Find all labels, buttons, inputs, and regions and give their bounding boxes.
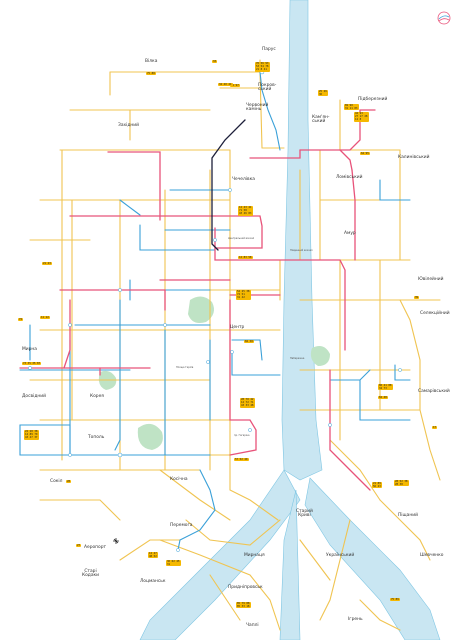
district-yuvileinyi: Ювілейний bbox=[418, 277, 444, 282]
district-parus: Парус bbox=[262, 47, 276, 52]
river-delta-right bbox=[304, 477, 441, 640]
district-vilka: Вілка bbox=[145, 59, 158, 64]
stations bbox=[28, 69, 402, 552]
route-badge-center-s2: 57 52 40 bbox=[234, 458, 249, 462]
district-piscanyi: Піщаний bbox=[398, 513, 418, 518]
stop-label: Набережна bbox=[290, 357, 305, 360]
route-badge-sokil: 28 bbox=[66, 480, 72, 484]
trolleybus-lines bbox=[19, 109, 376, 491]
district-chechelivka: Чечелівка bbox=[232, 177, 255, 182]
stop-label: Центральний вокзал bbox=[228, 237, 255, 240]
river-delta-mid bbox=[279, 489, 301, 640]
route-badge-bottom2: 85 79 88 85 33 18 bbox=[236, 602, 251, 609]
district-shevchenko: Шевченко bbox=[420, 553, 444, 558]
district-kalynivskyi: Калинівський bbox=[398, 155, 430, 160]
district-staryi-kryvyi: Старий Криві bbox=[296, 509, 313, 519]
route-badge-east3: 21 89 56 23 bbox=[372, 482, 382, 489]
route-badge-vilka: 75 88 bbox=[146, 72, 156, 76]
route-badge-kamian: 42 93 27 17 28 12 8 bbox=[354, 112, 369, 122]
district-mirnytsia: Мирнаця bbox=[244, 553, 265, 558]
parks bbox=[98, 296, 330, 450]
tram-lines bbox=[29, 59, 441, 631]
route-badge-center-n2: 12 83 58 bbox=[238, 256, 253, 260]
river bbox=[139, 0, 441, 640]
route-badge-left3: 11 12 bbox=[40, 316, 50, 320]
district-kamianskyi: Кам'ян- ський bbox=[312, 115, 330, 125]
district-stari-kodaky: Старі Кодаки bbox=[82, 569, 100, 579]
district-topol: Тополь bbox=[88, 435, 105, 440]
stop-label: пр. Гагаріна bbox=[234, 434, 250, 437]
route-badge-calc: 64 95 bbox=[360, 152, 370, 156]
district-amur: Амур bbox=[344, 231, 356, 236]
park-center bbox=[188, 296, 214, 323]
metro-line bbox=[211, 119, 246, 251]
district-ukrainskyi: Український bbox=[326, 553, 355, 558]
district-kosichna: Косічна bbox=[170, 477, 188, 482]
district-lotsmanskyi: Лоцманськ bbox=[140, 579, 166, 584]
district-zahidnyi: Західний bbox=[118, 123, 139, 128]
route-badge-r3: 75 89 bbox=[390, 598, 400, 602]
district-sokil: Сокіл bbox=[50, 479, 63, 484]
route-badge-topol: 22 28 38 14 89 70 43 47 37 bbox=[24, 430, 39, 440]
river-north bbox=[281, 0, 323, 481]
route-badge-east2: 84 48 bbox=[378, 396, 388, 400]
district-aeroport: Аеропорт bbox=[84, 545, 107, 550]
route-badge-left1: 21 23 bbox=[42, 262, 52, 266]
route-badge-sw1: 12 47 48 52 bbox=[148, 552, 158, 559]
district-mirna: Мирна bbox=[22, 347, 37, 352]
district-ihren: Ігрень bbox=[348, 617, 363, 622]
stop-label: Південний вокзал bbox=[290, 249, 313, 252]
route-badge-r1: 39 bbox=[414, 296, 420, 300]
route-badge-top2: 34 40 41 bbox=[218, 83, 233, 87]
district-peremoha: Перемога bbox=[170, 523, 193, 528]
district-koriia: Корея bbox=[90, 394, 104, 399]
route-badge-mirna: 73 35 35 87 bbox=[22, 362, 42, 366]
route-badge-center-n3: 52 25 38 72 51 31 42 bbox=[236, 290, 251, 300]
district-pokrovskyi: Покров- ський bbox=[258, 83, 277, 93]
route-badge-center-e1: 82 58 bbox=[244, 340, 254, 344]
bus-lines bbox=[19, 71, 411, 551]
district-chervonyi-kamin: Червоний камінь bbox=[246, 103, 269, 113]
route-badge-r2: 17 bbox=[432, 426, 438, 430]
route-badge-left2: 72 bbox=[18, 318, 24, 322]
district-chapli: Чаплі bbox=[246, 623, 259, 628]
district-tsentr: Центр bbox=[230, 325, 245, 330]
river-delta-left bbox=[139, 469, 301, 640]
route-badge-center-n1: 12 43 41 71 58 43 46 83 bbox=[238, 206, 253, 216]
city-logo-icon bbox=[437, 11, 451, 25]
district-selektsiinyi: Селекційний bbox=[420, 311, 450, 316]
district-dosvidnyi: Досвідний bbox=[22, 394, 46, 399]
park-south bbox=[137, 423, 163, 450]
park-east bbox=[310, 346, 330, 366]
route-badge-top1: 33 bbox=[212, 60, 218, 64]
district-prydniprovsk: Придніпровськ bbox=[228, 585, 263, 590]
route-badge-bottom1: 36 62 45 31 bbox=[166, 560, 181, 567]
route-badge-vilka2: 71 97 bbox=[230, 84, 240, 88]
route-badge-parus: 76 56 93 53 54 78 21 8 41 bbox=[255, 62, 270, 72]
route-badge-pokr2: 69 90 31 11 83 bbox=[344, 104, 359, 111]
route-badge-east4: 28 52 38 28 38 bbox=[394, 480, 409, 487]
district-lomivskyi: Ломівський bbox=[336, 175, 363, 180]
route-badge-aeroport: 27 bbox=[76, 544, 82, 548]
airport-icon bbox=[113, 538, 119, 544]
stop-label: Площа Героїв bbox=[176, 366, 194, 369]
district-pidbereznyi: Підберезний bbox=[358, 97, 388, 102]
district-samarivskyi: Самарівський bbox=[418, 389, 450, 394]
route-badge-center-s1: 28 70 42 12 72 71 43 33 48 bbox=[240, 398, 255, 408]
route-badge-pokr1: 25 26 36 bbox=[318, 90, 328, 97]
route-badge-east1: 80 41 88 34 73 bbox=[378, 384, 393, 391]
